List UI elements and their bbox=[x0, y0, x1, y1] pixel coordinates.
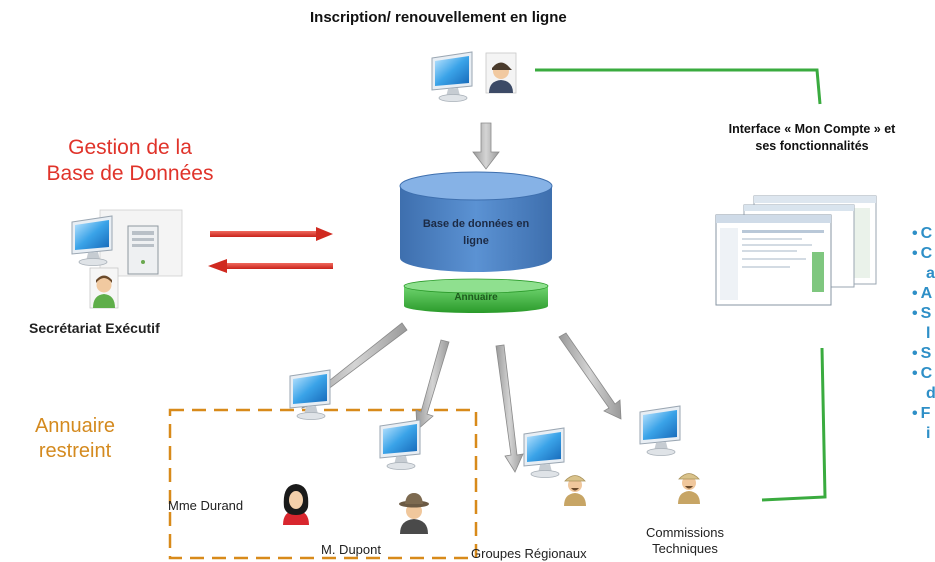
annuaire-cylinder bbox=[403, 278, 549, 313]
annuaire-restreint-line1: Annuaire bbox=[34, 415, 116, 437]
monitor-icon bbox=[523, 427, 565, 478]
commissions-label: Commissions Techniques bbox=[630, 525, 740, 557]
features-bullet-list: CCaASlSCdFi bbox=[912, 224, 935, 444]
annuaire-label: Annuaire bbox=[454, 292, 498, 303]
grey-arrow-2 bbox=[415, 339, 450, 431]
annuaire-restreint-line2: restreint bbox=[38, 440, 112, 462]
green-connector-bottom bbox=[761, 347, 827, 502]
commissions-line1: Commissions bbox=[645, 525, 724, 540]
bullet-item: S bbox=[912, 344, 935, 364]
monitor-icon bbox=[379, 419, 421, 470]
woman-icon bbox=[283, 484, 309, 525]
interface-label: Interface « Mon Compte » et ses fonction… bbox=[672, 121, 935, 155]
bullet-item: i bbox=[926, 425, 931, 442]
monitor-icon bbox=[639, 405, 681, 456]
interface-label-line2: ses fonctionnalités bbox=[755, 139, 869, 153]
m-dupont-label: M. Dupont bbox=[321, 542, 381, 557]
commissions-line2: Techniques bbox=[652, 541, 718, 556]
secretariat-label: Secrétariat Exécutif bbox=[29, 320, 160, 336]
bullet-item: d bbox=[926, 385, 935, 402]
monitor-icon bbox=[289, 369, 331, 420]
database-label-line1: Base de données en bbox=[422, 218, 530, 230]
red-arrow-left bbox=[208, 259, 333, 273]
bullet-item: F bbox=[912, 404, 935, 424]
diagram-title: Inscription/ renouvellement en ligne bbox=[310, 9, 567, 26]
green-connector-top bbox=[535, 68, 822, 105]
bullet-item: S bbox=[912, 304, 935, 324]
server-icon bbox=[99, 209, 183, 277]
grey-down-arrow bbox=[472, 122, 500, 170]
bullet-item: l bbox=[926, 325, 931, 342]
database-label-line2: ligne bbox=[463, 235, 489, 247]
annuaire-restreint-box bbox=[168, 408, 478, 560]
user-icon bbox=[485, 52, 517, 94]
bullet-item: A bbox=[912, 284, 935, 304]
monitor-icon bbox=[431, 51, 473, 102]
explorer-icon bbox=[677, 473, 701, 505]
groupes-regionaux-label: Groupes Régionaux bbox=[471, 546, 587, 561]
user-icon bbox=[89, 267, 119, 309]
database-cylinder bbox=[399, 171, 553, 272]
gestion-label-line2: Base de Données bbox=[46, 162, 214, 185]
bullet-item: a bbox=[926, 265, 935, 282]
gestion-label-line1: Gestion de la bbox=[68, 136, 192, 159]
man-hat-icon bbox=[399, 493, 429, 534]
explorer-icon bbox=[563, 475, 587, 507]
annuaire-restreint-label: Annuaire restreint bbox=[10, 414, 140, 464]
database-label: Base de données en ligne bbox=[400, 216, 552, 250]
bullet-item: C bbox=[912, 244, 935, 264]
interface-screenshots-icon bbox=[715, 195, 877, 306]
gestion-label: Gestion de la Base de Données bbox=[20, 135, 240, 187]
bullet-item: C bbox=[912, 224, 935, 244]
grey-arrow-4 bbox=[558, 332, 622, 420]
interface-label-line1: Interface « Mon Compte » et bbox=[728, 122, 896, 136]
bullet-item: C bbox=[912, 364, 935, 384]
mme-durand-label: Mme Durand bbox=[168, 498, 244, 513]
red-arrow-right bbox=[210, 227, 333, 241]
grey-arrow-3 bbox=[495, 344, 524, 473]
